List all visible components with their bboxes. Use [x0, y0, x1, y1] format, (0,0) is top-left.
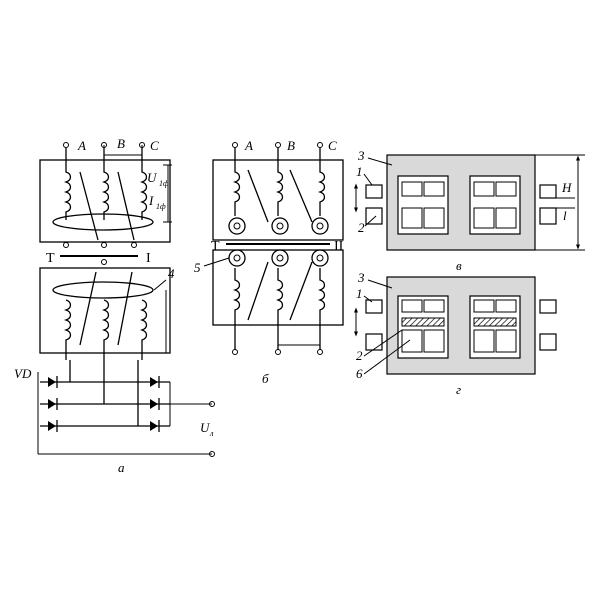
current-label: I — [148, 193, 154, 208]
voltage-sub: 1ф — [159, 179, 169, 188]
shield-left-g — [401, 317, 445, 327]
terminal-a — [63, 142, 69, 148]
lower-loop — [52, 281, 154, 299]
coil-b-upper — [101, 148, 110, 220]
phase-label-c: C — [150, 138, 159, 153]
coil-a-upper — [63, 148, 72, 220]
callout-6-g: 6 — [356, 366, 363, 381]
diode-row-2 — [48, 398, 160, 410]
diode-row-1 — [48, 376, 160, 388]
upper-loop — [52, 213, 154, 231]
phase-label-b-b: B — [287, 138, 295, 153]
rectifier-label: VD — [14, 366, 32, 381]
callout-4: 4 — [168, 266, 175, 281]
window-label-b: II — [334, 239, 344, 254]
transformer-letter-b: T — [211, 239, 220, 254]
callout-3-v: 3 — [357, 148, 365, 163]
current-sub: 1ф — [156, 202, 166, 211]
phase-label-c-b: C — [328, 138, 337, 153]
callout-1-v: 1 — [356, 164, 363, 179]
shield-right-g — [473, 317, 517, 327]
phase-label-b: B — [117, 136, 125, 151]
lower-core — [39, 267, 171, 354]
window-label-a: I — [146, 251, 151, 266]
height-label: H — [561, 180, 572, 195]
panel-g-diagram: 3 1 2 6 г — [354, 270, 557, 397]
upper-core — [39, 159, 171, 243]
diode-row-3 — [48, 420, 160, 432]
panel-a-diagram: A B C U 1ф I 1ф T I — [14, 136, 215, 475]
coil-c-upper — [139, 148, 148, 220]
caption-b: б — [262, 371, 269, 386]
panel-v-diagram: H l 3 1 2 в — [354, 148, 585, 273]
coil-c-lower — [139, 299, 148, 360]
output-label: U — [200, 420, 211, 435]
coil-a-lower — [63, 299, 72, 360]
caption-g: г — [456, 382, 461, 397]
callout-5: 5 — [194, 260, 201, 275]
voltage-label: U — [147, 170, 158, 185]
panel-b-diagram: A B C T II 5 б — [194, 138, 344, 386]
output-sub: л — [209, 429, 214, 438]
caption-v: в — [456, 258, 462, 273]
coil-b-lower — [101, 299, 110, 360]
callout-2-v: 2 — [358, 220, 365, 235]
caption-a: а — [118, 460, 125, 475]
callout-1-g: 1 — [356, 286, 363, 301]
gap-label: l — [563, 208, 567, 223]
phase-label-a-b: A — [244, 138, 253, 153]
callout-3-g: 3 — [357, 270, 365, 285]
transformer-letter-a: T — [46, 251, 55, 266]
phase-label-a: A — [77, 138, 86, 153]
callout-2-g: 2 — [356, 348, 363, 363]
